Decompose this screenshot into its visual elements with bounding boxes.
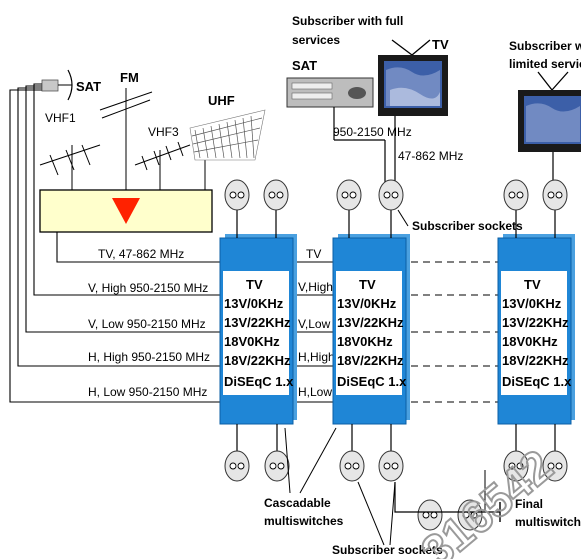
cascade-label-tv: TV xyxy=(306,247,321,261)
multiswitch-final: TV 13V/0KHz 13V/22KHz 18V0KHz 18V/22KHzDiSEq… xyxy=(497,234,575,425)
multiswitch-line: TV xyxy=(246,277,263,292)
cascade-label-vhigh: V,High xyxy=(298,280,333,294)
sat-receiver-icon xyxy=(286,77,374,108)
multiswitch-line: 18V0KHz xyxy=(502,334,558,349)
subscriber-full-label-1: Subscriber with full xyxy=(292,14,403,28)
multiswitch-1: TV 13V/0KHz 13V/22KHz 18V0KHz 18V/22KHzDiSEq… xyxy=(219,234,297,425)
amplifier-triangle-icon xyxy=(112,198,140,224)
sat-lnb-icon xyxy=(41,69,73,101)
multiswitch-group: TV 13V/0KHz 13V/22KHz 18V0KHz 18V/22KHzDiSEq… xyxy=(219,234,575,425)
cascadable-label-2: multiswitches xyxy=(264,514,344,528)
vhf1-label: VHF1 xyxy=(45,111,76,125)
freq-tv-label: 47-862 MHz xyxy=(398,149,463,163)
multiswitch-line: 18V/22KHz xyxy=(224,353,291,368)
cascade-wires xyxy=(293,261,335,403)
lnb-feed-wires xyxy=(9,83,220,403)
subscriber-limited-label-2: limited service xyxy=(509,57,581,71)
socket-group xyxy=(224,179,568,531)
wall-socket-icon xyxy=(457,499,483,531)
multiswitch-line: 13V/0KHz xyxy=(224,296,284,311)
multiswitch-line: 13V/22KHz xyxy=(337,315,404,330)
wall-socket-icon xyxy=(542,179,568,211)
subscriber-full-label-2: services xyxy=(292,33,340,47)
multiswitch-line: DiSEqC 1.x xyxy=(337,374,407,389)
wall-socket-icon xyxy=(263,179,289,211)
fm-label: FM xyxy=(120,70,139,85)
feed-label-hlow: H, Low 950-2150 MHz xyxy=(88,385,207,399)
feed-label-tv: TV, 47-862 MHz xyxy=(98,247,184,261)
multiswitch-line: 13V/0KHz xyxy=(502,296,562,311)
vhf1-antenna-icon xyxy=(39,144,101,190)
multiswitch-line: DiSEqC 1.x xyxy=(502,374,572,389)
cascade-label-hlow: H,Low xyxy=(298,385,332,399)
multiswitch-line: DiSEqC 1.x xyxy=(224,374,294,389)
wall-socket-icon xyxy=(224,179,250,211)
cascade-label-vlow: V,Low xyxy=(298,317,331,331)
multiswitch-line: TV xyxy=(359,277,376,292)
wall-socket-icon xyxy=(224,450,250,482)
wall-socket-icon xyxy=(503,179,529,211)
fm-antenna-icon xyxy=(99,88,153,190)
wall-socket-icon xyxy=(264,450,290,482)
wall-socket-icon xyxy=(542,450,568,482)
tv-full-icon xyxy=(378,39,448,116)
sat-antenna-label: SAT xyxy=(76,79,101,94)
feed-label-vlow: V, Low 950-2150 MHz xyxy=(88,317,206,331)
multiswitch-line: 18V/22KHz xyxy=(502,353,569,368)
cascadable-label-1: Cascadable xyxy=(264,496,331,510)
vhf3-antenna-icon xyxy=(134,141,191,190)
sat-receiver-label: SAT xyxy=(292,58,317,73)
wall-socket-icon xyxy=(339,450,365,482)
subscriber-sockets-top-label: Subscriber sockets xyxy=(412,219,523,233)
wall-socket-icon xyxy=(503,450,529,482)
subscriber-sockets-bottom-label: Subscriber sockets xyxy=(332,543,443,557)
tv-limited-icon xyxy=(518,71,581,152)
uhf-label: UHF xyxy=(208,93,235,108)
multiswitch-2: TV 13V/0KHz 13V/22KHz 18V0KHz 18V/22KHzDiSEq… xyxy=(332,234,410,425)
multiswitch-line: 18V/22KHz xyxy=(337,353,404,368)
uhf-antenna-icon xyxy=(189,109,266,190)
multiswitch-line: 18V0KHz xyxy=(224,334,280,349)
feed-label-hhigh: H, High 950-2150 MHz xyxy=(88,350,210,364)
feed-label-vhigh: V, High 950-2150 MHz xyxy=(88,281,208,295)
multiswitch-line: 13V/22KHz xyxy=(224,315,291,330)
multiswitch-line: 13V/0KHz xyxy=(337,296,397,311)
multiswitch-line: 18V0KHz xyxy=(337,334,393,349)
vhf3-label: VHF3 xyxy=(148,125,179,139)
wall-socket-icon xyxy=(378,450,404,482)
subscriber-limited-label-1: Subscriber with xyxy=(509,39,581,53)
freq-sat-label: 950-2150 MHz xyxy=(333,125,412,139)
cascade-label-hhigh: H,High xyxy=(298,350,335,364)
final-label-1: Final xyxy=(515,497,543,511)
multiswitch-line: 13V/22KHz xyxy=(502,315,569,330)
wall-socket-icon xyxy=(378,179,404,211)
dashed-cascade-wires xyxy=(411,261,500,403)
multiswitch-line: TV xyxy=(524,277,541,292)
final-label-2: multiswitch xyxy=(515,515,581,529)
tv-label: TV xyxy=(432,37,449,52)
wall-socket-icon xyxy=(336,179,362,211)
